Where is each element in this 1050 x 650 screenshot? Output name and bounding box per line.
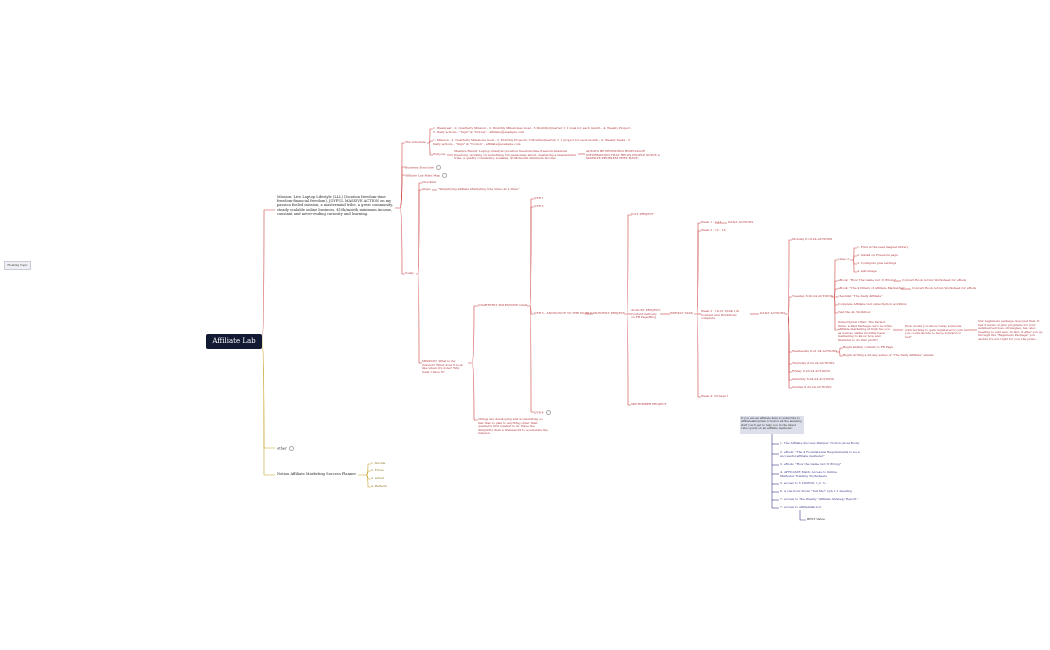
august-project-topic[interactable]: AUGUST PROJECT: Content Delivery on FB P… — [631, 308, 661, 320]
purpose-topic[interactable]: Purpose — [433, 152, 446, 156]
wednesday-action-b[interactable]: Begin writing a 30-day series of "The Da… — [843, 353, 934, 357]
qtr2-topic[interactable]: QTR 2 — [534, 204, 544, 208]
notion-item-reflects[interactable]: 4. Reflects — [371, 484, 388, 488]
video-item-3[interactable]: 3. Configure plus settings — [857, 261, 897, 265]
best-value-topic[interactable]: BEST Value — [807, 517, 825, 521]
checklist-topic[interactable]: Checklist — [422, 180, 437, 184]
connector-root-mission — [261, 209, 275, 342]
other-label: other — [277, 446, 287, 451]
ebook2-topic[interactable]: eBook: "The 4 Pillars of Affiliate Marke… — [838, 286, 905, 290]
subscription-detail[interactable]: How would you know today someone with no… — [905, 324, 967, 339]
saturday-topic[interactable]: Saturday 8.24.24 ACTIONS — [792, 377, 834, 381]
link-icon[interactable] — [545, 410, 551, 415]
floating-topic[interactable]: Floating Topic — [4, 261, 31, 270]
monthly-project-topic[interactable]: MONTHLY PROJECT — [593, 311, 625, 315]
schedule-line-2[interactable]: 1. Mission - 2. Quarterly Milestone Goal… — [433, 138, 631, 146]
sunday-topic[interactable]: Sunday 8.25.24 ACTIONS — [792, 385, 832, 389]
offer-item-4[interactable]: 4. AFFILIATE Math: Access to Online Mark… — [780, 470, 837, 478]
offer-item-7[interactable]: 7. Access to The Weekly "Affiliate Strat… — [780, 497, 859, 501]
daily-actions-topic[interactable]: DAILY ACTIONS — [760, 311, 786, 315]
connector-root-notion — [261, 340, 275, 476]
subscription-detail-2[interactable]: Our beginners package does just that. It… — [978, 319, 1043, 341]
week1-topic[interactable]: Week 1 : 1-11 — [701, 220, 722, 224]
offer-item-8[interactable]: 7. Access to affiliatelab.bot — [780, 505, 822, 509]
ebook1-topic[interactable]: eBook: "How The Game Got It Wrong" — [838, 278, 897, 282]
notion-item-decide[interactable]: 1. Decide — [371, 461, 386, 465]
july-project-topic[interactable]: JULY PROJECT — [631, 212, 654, 216]
video-item-1[interactable]: 1. Find in the lead magnet library — [857, 245, 909, 249]
offer-item-6[interactable]: 6. A one hour Zoom "Tell Me!" Q/A 1:1 me… — [780, 489, 852, 493]
checklist-daily-topic[interactable]: checklist "The Daily Affiliate" — [838, 294, 883, 298]
schedule-topic[interactable]: The Schedule — [405, 140, 426, 144]
mind-map-label: Affiliate Lab Mind Map — [405, 173, 441, 178]
september-project-topic[interactable]: SEPTEMBER PROJECT — [631, 402, 667, 406]
purpose-detail[interactable]: ALWAYS BE PROVIDING HIGH-VALUE INFORMATI… — [586, 149, 660, 161]
week4-topic[interactable]: Week 4: 25-Sept 1 — [701, 394, 729, 398]
week3-topic[interactable]: Week 3 : 19-21 TASK 1/4: Content and Wor… — [701, 309, 740, 321]
ebook2-note[interactable]: Convert Book Action Worksheet for eBook — [912, 286, 977, 290]
business-structure-label: Business Structure — [405, 165, 435, 170]
milestone-note[interactable]: Things are developing and accelerating s… — [478, 417, 548, 436]
weekly-task-topic[interactable]: WEEKLY TASK — [670, 311, 693, 315]
root-topic[interactable]: Affiliate Lab — [206, 334, 262, 349]
purpose-text[interactable]: Massive Result: Laptop Lifestyle (locati… — [454, 149, 576, 161]
notion-planner-topic[interactable]: Notion Affiliate Marketing Success Plann… — [277, 472, 357, 476]
today-topic[interactable]: Today — [405, 271, 414, 275]
offer-item-1[interactable]: 1. The Affiliate Success Planner: Notion… — [780, 441, 860, 445]
business-structure-topic[interactable]: Business Structure — [405, 165, 442, 170]
ebook1-note[interactable]: Convert Book Action Worksheet for eBook — [902, 278, 967, 282]
mission-topic[interactable]: Mission: Live Laptop Lifestyle (LLL) (lo… — [277, 195, 393, 216]
video-item-2[interactable]: 2. Install on Freedom page — [857, 253, 899, 257]
notion-item-action[interactable]: 3. action — [371, 476, 385, 480]
complete-list-topic[interactable]: Complete Affiliate List subscription wor… — [838, 302, 907, 306]
subscription-offer[interactable]: Subscription Offer: The Perfect Prize: a… — [838, 320, 892, 342]
offer-item-3[interactable]: 3. eBook: "How the Game Got It Wrong" — [780, 462, 842, 466]
mind-map-topic[interactable]: Affiliate Lab Mind Map — [405, 173, 448, 178]
qtr3-topic[interactable]: QTR 3 - ANNOUNCE TO THE WORLD — [534, 311, 593, 315]
link-icon[interactable] — [442, 173, 448, 178]
quarterly-milestone-topic[interactable]: QUARTERLY MILESTONE GOAL — [478, 303, 529, 307]
thursday-topic[interactable]: Thursday 8.22.24 ACTIONS — [792, 361, 835, 365]
week2-topic[interactable]: Week 2 : 12 - 18 — [701, 228, 726, 232]
week1-note[interactable]: DAILY ACTIONS — [728, 220, 754, 224]
video2-topic[interactable]: video 2 — [838, 257, 850, 261]
steps-text[interactable]: "Simplifying affiliate Marketing One Vid… — [438, 187, 520, 191]
wednesday-topic[interactable]: Wednesday 8.21.24 ACTIONS — [792, 349, 838, 353]
collapse-badge-icon[interactable] — [288, 446, 294, 451]
qtr1-topic[interactable]: QTR 1 — [534, 196, 544, 200]
qtr4-label: QTR 4 — [534, 410, 544, 415]
friday-topic[interactable]: Friday 8.23.24 ACTIONS — [792, 369, 831, 373]
wednesday-action-a[interactable]: Begin adding content to FB Page — [843, 345, 894, 349]
monday-topic[interactable]: Monday 8.19.24 ACTIONS — [792, 237, 833, 241]
offer-item-2[interactable]: 2. eBook: "The 4 Foundational Requiremen… — [780, 450, 860, 458]
steps-topic[interactable]: Steps — [422, 187, 431, 191]
other-topic[interactable]: other — [277, 446, 294, 451]
offer-note-box[interactable]: If you are an affiliate here to subscrib… — [740, 416, 804, 434]
test-workflow-topic[interactable]: Test the AL Workflow — [838, 310, 871, 314]
offer-item-5[interactable]: 5. access to 5 VIDEOS: 1,2, 3... — [780, 481, 828, 485]
schedule-line-1[interactable]: 1. Weekyear - 2. Quarterly Mission - 3. … — [433, 126, 632, 134]
notion-item-focus[interactable]: 2. Focus — [371, 468, 384, 472]
qtr4-topic[interactable]: QTR 4 — [534, 410, 551, 415]
link-icon[interactable] — [436, 165, 442, 170]
tuesday-topic[interactable]: Tuesday 8.20.24 ACTIONS — [792, 294, 833, 298]
video-item-4[interactable]: 4. add image — [857, 269, 877, 273]
mission-question[interactable]: MISSION: What is my mission? What does i… — [422, 359, 463, 374]
